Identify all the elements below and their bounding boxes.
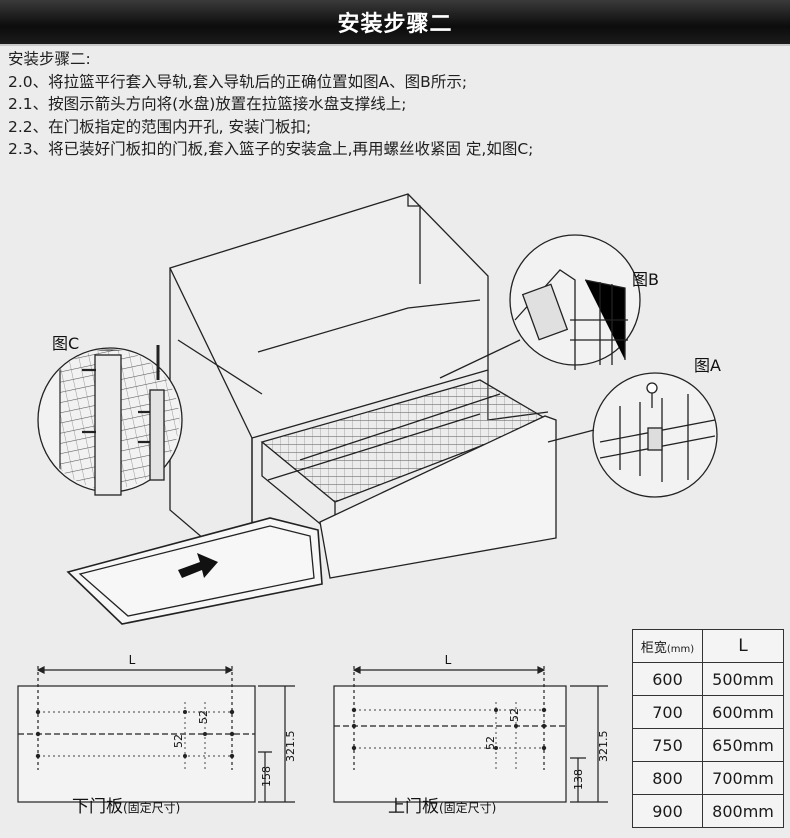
table-row: 700 600mm xyxy=(631,695,784,729)
step-item: 2.3、将已装好门板扣的门板,套入篮子的安装盒上,再用螺丝收紧固 定,如图C; xyxy=(8,140,534,158)
table-row: 750 650mm xyxy=(631,728,784,762)
cell-l: 800mm xyxy=(702,794,784,828)
panel-dim-small: 52 xyxy=(197,710,210,724)
panel-caption: 上门板(固定尺寸) xyxy=(388,792,496,817)
figure-label-c: 图C xyxy=(52,334,80,353)
page-title: 安装步骤二 xyxy=(337,12,453,37)
panel-note: (固定尺寸) xyxy=(439,801,497,815)
panel-dim-total: 321.5 xyxy=(597,731,610,763)
header-l: L xyxy=(702,629,784,663)
cell-width: 750 xyxy=(631,728,704,762)
cell-width: 700 xyxy=(631,695,704,729)
panel-dim-total: 321.5 xyxy=(284,731,297,763)
cell-width: 800 xyxy=(631,761,704,795)
cell-l: 500mm xyxy=(702,662,784,696)
lower-door-panel: L 52 52 158 321.5 下门板(固定尺寸) xyxy=(0,652,320,834)
step-item: 2.0、将拉篮平行套入导轨,套入导轨后的正确位置如图A、图B所示; xyxy=(8,72,468,91)
cell-l: 700mm xyxy=(702,761,784,795)
panel-dim-small2: 52 xyxy=(172,734,185,748)
figure-label-b: 图B xyxy=(632,270,659,289)
panel-width-label: L xyxy=(129,653,136,667)
title-banner: 安装步骤二 xyxy=(0,0,790,46)
table-header-row: 柜宽(mm) L xyxy=(631,629,784,663)
cell-l: 650mm xyxy=(702,728,784,762)
panel-name: 上门板 xyxy=(388,797,439,817)
cell-width: 900 xyxy=(631,794,704,828)
panel-caption: 下门板(固定尺寸) xyxy=(72,792,180,817)
panel-dim-small2: 52 xyxy=(484,736,497,750)
upper-door-panel: L 52 52 138 321.5 上门板(固定尺寸) xyxy=(316,652,636,834)
figure-label-a: 图A xyxy=(694,356,721,375)
step-item: 2.1、按图示箭头方向将(水盘)放置在拉篮接水盘支撑线上; xyxy=(8,95,407,113)
table-row: 800 700mm xyxy=(631,761,784,795)
installation-drawing: 图C 图B 图A xyxy=(0,180,790,650)
steps-heading: 安装步骤二: xyxy=(8,50,91,68)
table-row: 900 800mm xyxy=(631,794,784,828)
cell-l: 600mm xyxy=(702,695,784,729)
panel-dim-small: 52 xyxy=(508,708,521,722)
panel-name: 下门板 xyxy=(72,797,123,817)
table-row: 600 500mm xyxy=(631,662,784,696)
panel-dim-bottom: 158 xyxy=(260,766,273,787)
header-cabinet-width: 柜宽(mm) xyxy=(631,629,704,663)
panel-dim-bottom: 138 xyxy=(572,769,585,790)
cabinet-basket-illustration xyxy=(37,193,718,625)
cell-width: 600 xyxy=(631,662,704,696)
instruction-steps: 安装步骤二: 2.0、将拉篮平行套入导轨,套入导轨后的正确位置如图A、图B所示;… xyxy=(8,48,778,161)
panel-width-label: L xyxy=(445,653,452,667)
panel-note: (固定尺寸) xyxy=(123,801,181,815)
step-item: 2.2、在门板指定的范围内开孔, 安装门板扣; xyxy=(8,117,312,136)
size-table: 柜宽(mm) L 600 500mm 700 600mm 750 650mm 8… xyxy=(631,629,784,828)
